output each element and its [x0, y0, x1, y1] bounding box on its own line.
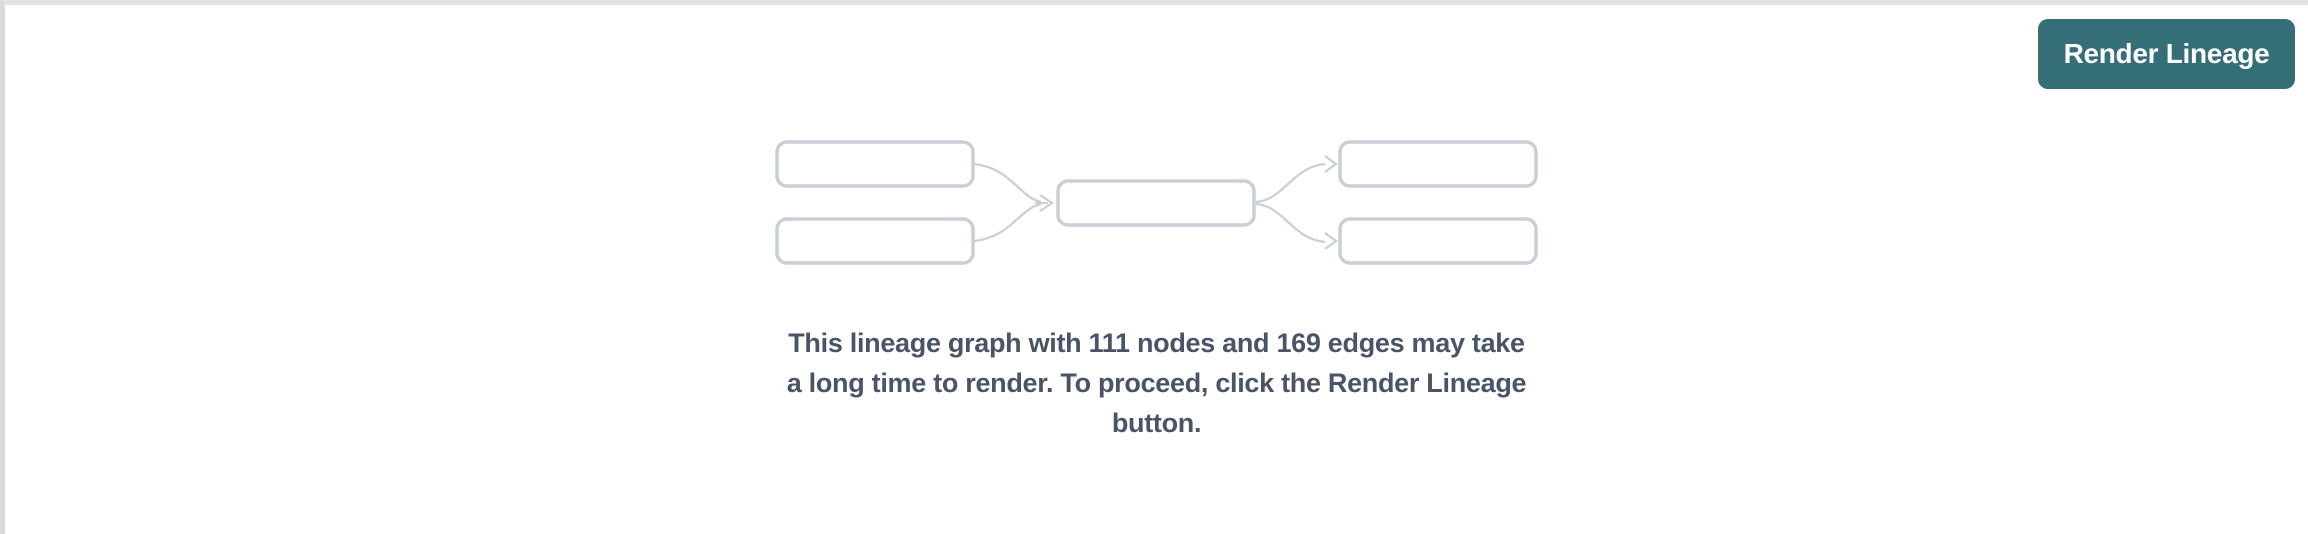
message-line-2: a long time to render. To proceed, click… — [786, 368, 1527, 398]
arrowhead-icon — [1324, 155, 1338, 173]
graph-edge — [1255, 202, 1326, 244]
arrowhead-icon — [1039, 194, 1054, 212]
graph-edge — [1255, 162, 1326, 204]
graph-node-downstream-1 — [1338, 140, 1538, 188]
graph-edge — [973, 202, 1042, 243]
graph-node-upstream-2 — [775, 217, 975, 265]
graph-node-center — [1056, 179, 1256, 227]
lineage-graph-illustration — [775, 140, 1538, 265]
message-line-3: button. — [1111, 408, 1202, 438]
message-line-1: This lineage graph with 111 nodes and 16… — [788, 328, 1525, 358]
lineage-warning-message: This lineage graph with 111 nodes and 16… — [786, 323, 1527, 443]
graph-node-upstream-1 — [775, 140, 975, 188]
arrowhead-icon — [1324, 232, 1338, 250]
graph-edge — [973, 162, 1042, 204]
lineage-placeholder: This lineage graph with 111 nodes and 16… — [5, 140, 2308, 443]
graph-node-downstream-2 — [1338, 217, 1538, 265]
render-lineage-button[interactable]: Render Lineage — [2038, 19, 2295, 89]
